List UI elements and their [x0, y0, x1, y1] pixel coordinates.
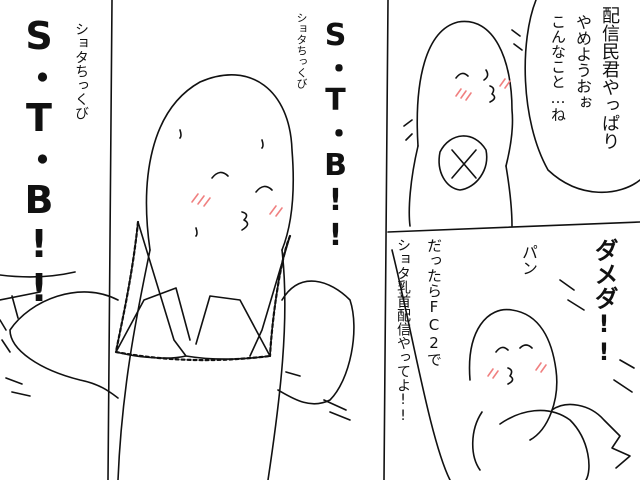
blush-marks: [191, 78, 547, 379]
bottom-right-hand: [551, 403, 631, 469]
bottom-right-character-face: [495, 344, 533, 385]
bottom-right-sfx-slap: パン: [519, 244, 538, 276]
main-character-mouth: [241, 211, 249, 231]
bottom-right-speech-line-1: だったらFC2で: [425, 238, 443, 367]
top-right-tremble-marks: [403, 29, 523, 141]
bottom-right-character-arm: [471, 409, 590, 480]
lace-bra-trim: [114, 220, 292, 362]
main-character-arm-left: [9, 291, 119, 399]
panel-divider-right: [387, 221, 640, 233]
top-right-character-head: [416, 20, 514, 167]
main-character-eye-right: [255, 185, 273, 193]
top-right-speech-line-2: やめようおぉ: [573, 14, 592, 110]
speedlines-center: [5, 371, 351, 421]
main-character-head: [145, 74, 295, 251]
bottom-right-speech-line-2: ショタ乳首配信やってよ!!: [395, 238, 411, 424]
middle-panel-caption: ショタちっくび: [295, 12, 308, 89]
bottom-right-speech-bubble: [391, 249, 451, 480]
left-panel-caption: ショタちっくび: [73, 22, 89, 120]
left-panel-speedline: [0, 319, 11, 353]
main-character-sweat-marks: [179, 129, 264, 237]
top-right-speech-bubble: [524, 0, 640, 194]
bottom-right-speedlines: [559, 279, 635, 393]
panel-border-left: [107, 0, 113, 480]
main-character-torso: [117, 249, 286, 480]
main-character-arm-right: [277, 280, 355, 405]
top-right-character-face: [455, 69, 496, 103]
middle-panel-shout: S・T・B!!: [318, 18, 353, 253]
top-right-character-hands: [438, 135, 488, 191]
top-right-speech-line-3: こんなこと…ね: [549, 14, 567, 122]
top-right-speech-line-1: 配信民君やっぱり: [599, 6, 620, 150]
top-right-character-body: [408, 145, 513, 227]
panel-border-right: [383, 0, 389, 480]
left-panel-floor-lines: [0, 271, 76, 319]
bottom-right-shout: ダメダ!!: [590, 238, 618, 366]
lace-bra-outline: [115, 221, 291, 360]
main-character-eye-left: [211, 171, 229, 179]
bottom-right-character-head: [468, 308, 558, 441]
left-panel-shout: S・T・B!!: [17, 14, 61, 310]
